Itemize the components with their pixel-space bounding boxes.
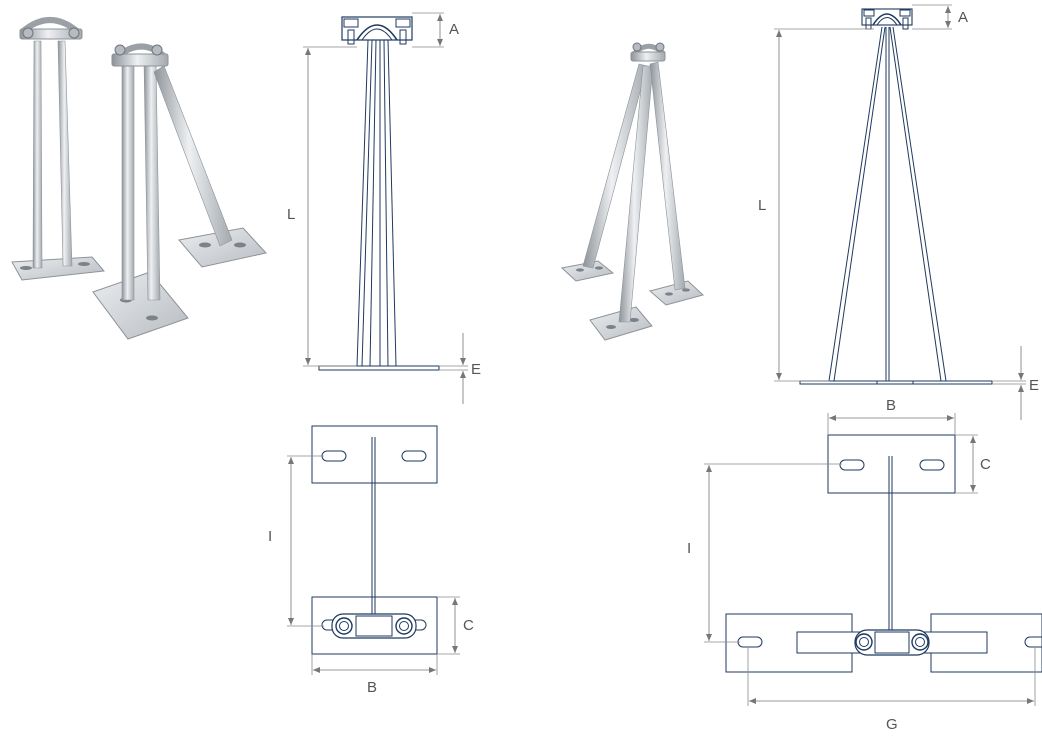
dim-label-c-2: C xyxy=(980,456,991,473)
two-leg-side-view xyxy=(318,16,440,371)
three-leg-top-dimensions: B C I G xyxy=(687,397,1036,733)
three-leg-side-view xyxy=(799,8,993,385)
three-leg-side-dimensions: A L E xyxy=(758,4,1039,420)
dim-label-a: A xyxy=(449,21,459,38)
three-leg-top-view xyxy=(725,434,1042,673)
dim-label-g: G xyxy=(886,716,898,731)
dim-label-i-2: I xyxy=(687,540,691,557)
dim-label-l: L xyxy=(287,206,295,223)
dim-label-i: I xyxy=(268,528,272,545)
dim-label-e-2: E xyxy=(1029,377,1039,394)
dim-label-l-2: L xyxy=(758,197,766,214)
dim-label-b-2: B xyxy=(886,397,896,414)
two-leg-top-dimensions: I C B xyxy=(268,455,474,696)
two-leg-stand-photo xyxy=(11,17,267,340)
two-leg-side-dimensions: A L E xyxy=(287,12,481,404)
dim-label-e: E xyxy=(471,361,481,378)
dim-label-c: C xyxy=(463,617,474,634)
dim-label-a-2: A xyxy=(958,9,968,26)
dim-label-b: B xyxy=(367,679,377,696)
two-leg-top-view xyxy=(311,425,438,655)
three-leg-stand-photo xyxy=(560,42,704,341)
